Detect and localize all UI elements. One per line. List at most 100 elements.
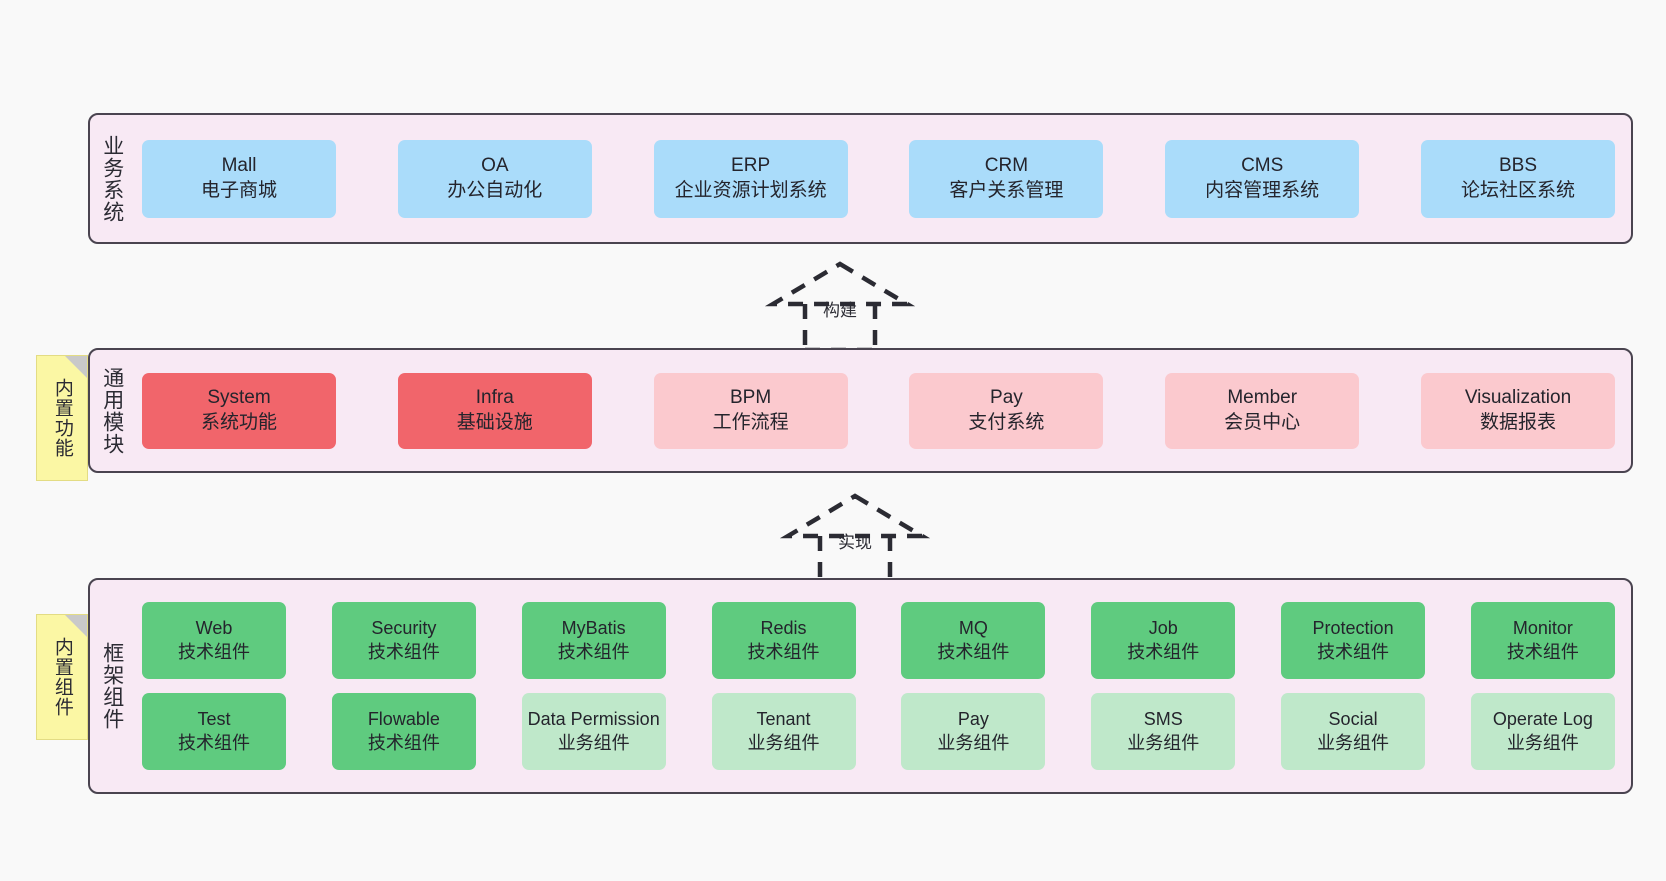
framework-card-tenant[interactable]: Tenant 业务组件	[711, 693, 856, 770]
card-title-en: Data Permission	[527, 709, 660, 730]
module-card-system[interactable]: System 系统功能	[142, 372, 336, 449]
card-title-cn: 技术组件	[367, 641, 440, 662]
connector-realize-arrow: 实现	[770, 490, 940, 585]
card-title-cn: 基础设施	[456, 411, 533, 433]
card-title-en: OA	[481, 154, 509, 176]
framework-components-layer-label: 框架组件	[100, 642, 124, 730]
card-title-en: BPM	[730, 386, 772, 408]
card-title-cn: 企业资源计划系统	[674, 179, 827, 201]
card-title-cn: 业务组件	[1127, 732, 1200, 753]
card-title-cn: 业务组件	[1317, 732, 1390, 753]
card-title-cn: 支付系统	[968, 411, 1045, 433]
business-card-cms[interactable]: CMS 内容管理系统	[1165, 139, 1360, 218]
framework-card-data-permission[interactable]: Data Permission 业务组件	[521, 693, 666, 770]
card-title-en: Redis	[760, 618, 807, 639]
connector-build-label: 构建	[823, 301, 857, 320]
card-title-cn: 技术组件	[178, 641, 250, 662]
card-title-cn: 业务组件	[557, 732, 630, 753]
framework-card-job[interactable]: Job 技术组件	[1091, 602, 1236, 679]
business-card-crm[interactable]: CRM 客户关系管理	[909, 139, 1104, 218]
framework-card-social[interactable]: Social 业务组件	[1281, 693, 1426, 770]
card-title-en: Infra	[475, 386, 514, 408]
business-systems-card-row: Mall 电子商城 OA 办公自动化 ERP 企业资源计划系统 CRM 客户关系…	[134, 115, 1631, 242]
connector-realize-label: 实现	[838, 533, 872, 552]
card-title-cn: 技术组件	[1127, 641, 1200, 662]
framework-card-mq[interactable]: MQ 技术组件	[901, 602, 1046, 679]
card-title-en: Web	[195, 618, 233, 639]
card-title-cn: 办公自动化	[447, 179, 543, 201]
framework-card-operate-log[interactable]: Operate Log 业务组件	[1470, 693, 1615, 770]
card-title-cn: 业务组件	[1506, 732, 1579, 753]
framework-card-sms[interactable]: SMS 业务组件	[1091, 693, 1236, 770]
card-title-cn: 技术组件	[178, 732, 250, 753]
card-title-en: System	[207, 386, 271, 408]
note-label: 内置组件	[51, 637, 73, 717]
card-title-cn: 内容管理系统	[1205, 179, 1320, 201]
card-title-cn: 客户关系管理	[949, 179, 1064, 201]
card-title-cn: 技术组件	[1317, 641, 1390, 662]
card-title-en: Tenant	[756, 709, 811, 730]
card-title-en: Flowable	[367, 709, 440, 730]
connector-build-arrow: 构建	[755, 258, 925, 353]
framework-card-redis[interactable]: Redis 技术组件	[711, 602, 856, 679]
card-title-cn: 技术组件	[1506, 641, 1579, 662]
card-title-en: SMS	[1143, 709, 1183, 730]
framework-card-security[interactable]: Security 技术组件	[331, 602, 476, 679]
card-title-en: Protection	[1312, 618, 1394, 639]
card-title-cn: 数据报表	[1479, 411, 1556, 433]
card-title-en: Pay	[990, 386, 1023, 408]
card-title-cn: 电子商城	[200, 179, 277, 201]
framework-card-protection[interactable]: Protection 技术组件	[1281, 602, 1426, 679]
card-title-en: Visualization	[1464, 386, 1572, 408]
framework-card-test[interactable]: Test 技术组件	[142, 693, 286, 770]
card-title-en: Social	[1328, 709, 1378, 730]
card-title-cn: 技术组件	[937, 641, 1010, 662]
card-title-en: MQ	[958, 618, 988, 639]
business-systems-layer: 业务系统 Mall 电子商城 OA 办公自动化 ERP 企业资源计划系统 CRM…	[88, 113, 1633, 244]
card-title-cn: 工作流程	[712, 411, 789, 433]
card-title-en: Security	[371, 618, 437, 639]
business-systems-layer-label: 业务系统	[100, 134, 124, 223]
framework-components-layer: 框架组件 Web 技术组件 Security 技术组件 MyBatis 技术组件…	[88, 578, 1633, 794]
card-title-en: Operate Log	[1492, 709, 1593, 730]
card-title-en: Job	[1148, 618, 1178, 639]
common-modules-layer: 通用模块 System 系统功能 Infra 基础设施 BPM 工作流程 Pay…	[88, 348, 1633, 473]
card-title-cn: 会员中心	[1224, 411, 1301, 433]
card-title-en: Pay	[957, 709, 989, 730]
module-card-bpm[interactable]: BPM 工作流程	[653, 372, 848, 449]
card-title-cn: 系统功能	[200, 411, 277, 433]
card-title-en: CRM	[984, 154, 1029, 176]
page-fold-icon	[65, 615, 87, 637]
business-card-mall[interactable]: Mall 电子商城	[142, 139, 336, 218]
card-title-en: Test	[197, 709, 231, 730]
framework-components-grid: Web 技术组件 Security 技术组件 MyBatis 技术组件 Redi…	[134, 580, 1631, 792]
framework-row-business: Test 技术组件 Flowable 技术组件 Data Permission …	[142, 693, 1615, 770]
card-title-en: ERP	[731, 154, 771, 176]
module-card-infra[interactable]: Infra 基础设施	[397, 372, 592, 449]
framework-card-mybatis[interactable]: MyBatis 技术组件	[521, 602, 666, 679]
common-modules-layer-label: 通用模块	[100, 366, 124, 455]
card-title-cn: 业务组件	[937, 732, 1010, 753]
card-title-cn: 技术组件	[367, 732, 440, 753]
note-builtin-functions: 内置功能	[36, 355, 88, 481]
card-title-cn: 业务组件	[747, 732, 820, 753]
business-card-oa[interactable]: OA 办公自动化	[397, 139, 592, 218]
card-title-en: MyBatis	[561, 618, 626, 639]
module-card-pay[interactable]: Pay 支付系统	[909, 372, 1104, 449]
card-title-cn: 技术组件	[557, 641, 630, 662]
card-title-en: Monitor	[1512, 618, 1573, 639]
framework-card-monitor[interactable]: Monitor 技术组件	[1470, 602, 1615, 679]
module-card-visualization[interactable]: Visualization 数据报表	[1420, 372, 1615, 449]
card-title-en: Member	[1227, 386, 1298, 408]
framework-card-pay[interactable]: Pay 业务组件	[901, 693, 1046, 770]
card-title-cn: 技术组件	[747, 641, 820, 662]
card-title-cn: 论坛社区系统	[1460, 179, 1575, 201]
business-card-bbs[interactable]: BBS 论坛社区系统	[1420, 139, 1615, 218]
note-label: 内置功能	[51, 378, 73, 458]
framework-card-web[interactable]: Web 技术组件	[142, 602, 286, 679]
module-card-member[interactable]: Member 会员中心	[1165, 372, 1360, 449]
card-title-en: CMS	[1241, 154, 1284, 176]
common-modules-card-row: System 系统功能 Infra 基础设施 BPM 工作流程 Pay 支付系统…	[134, 350, 1631, 471]
business-card-erp[interactable]: ERP 企业资源计划系统	[653, 139, 848, 218]
framework-card-flowable[interactable]: Flowable 技术组件	[331, 693, 476, 770]
